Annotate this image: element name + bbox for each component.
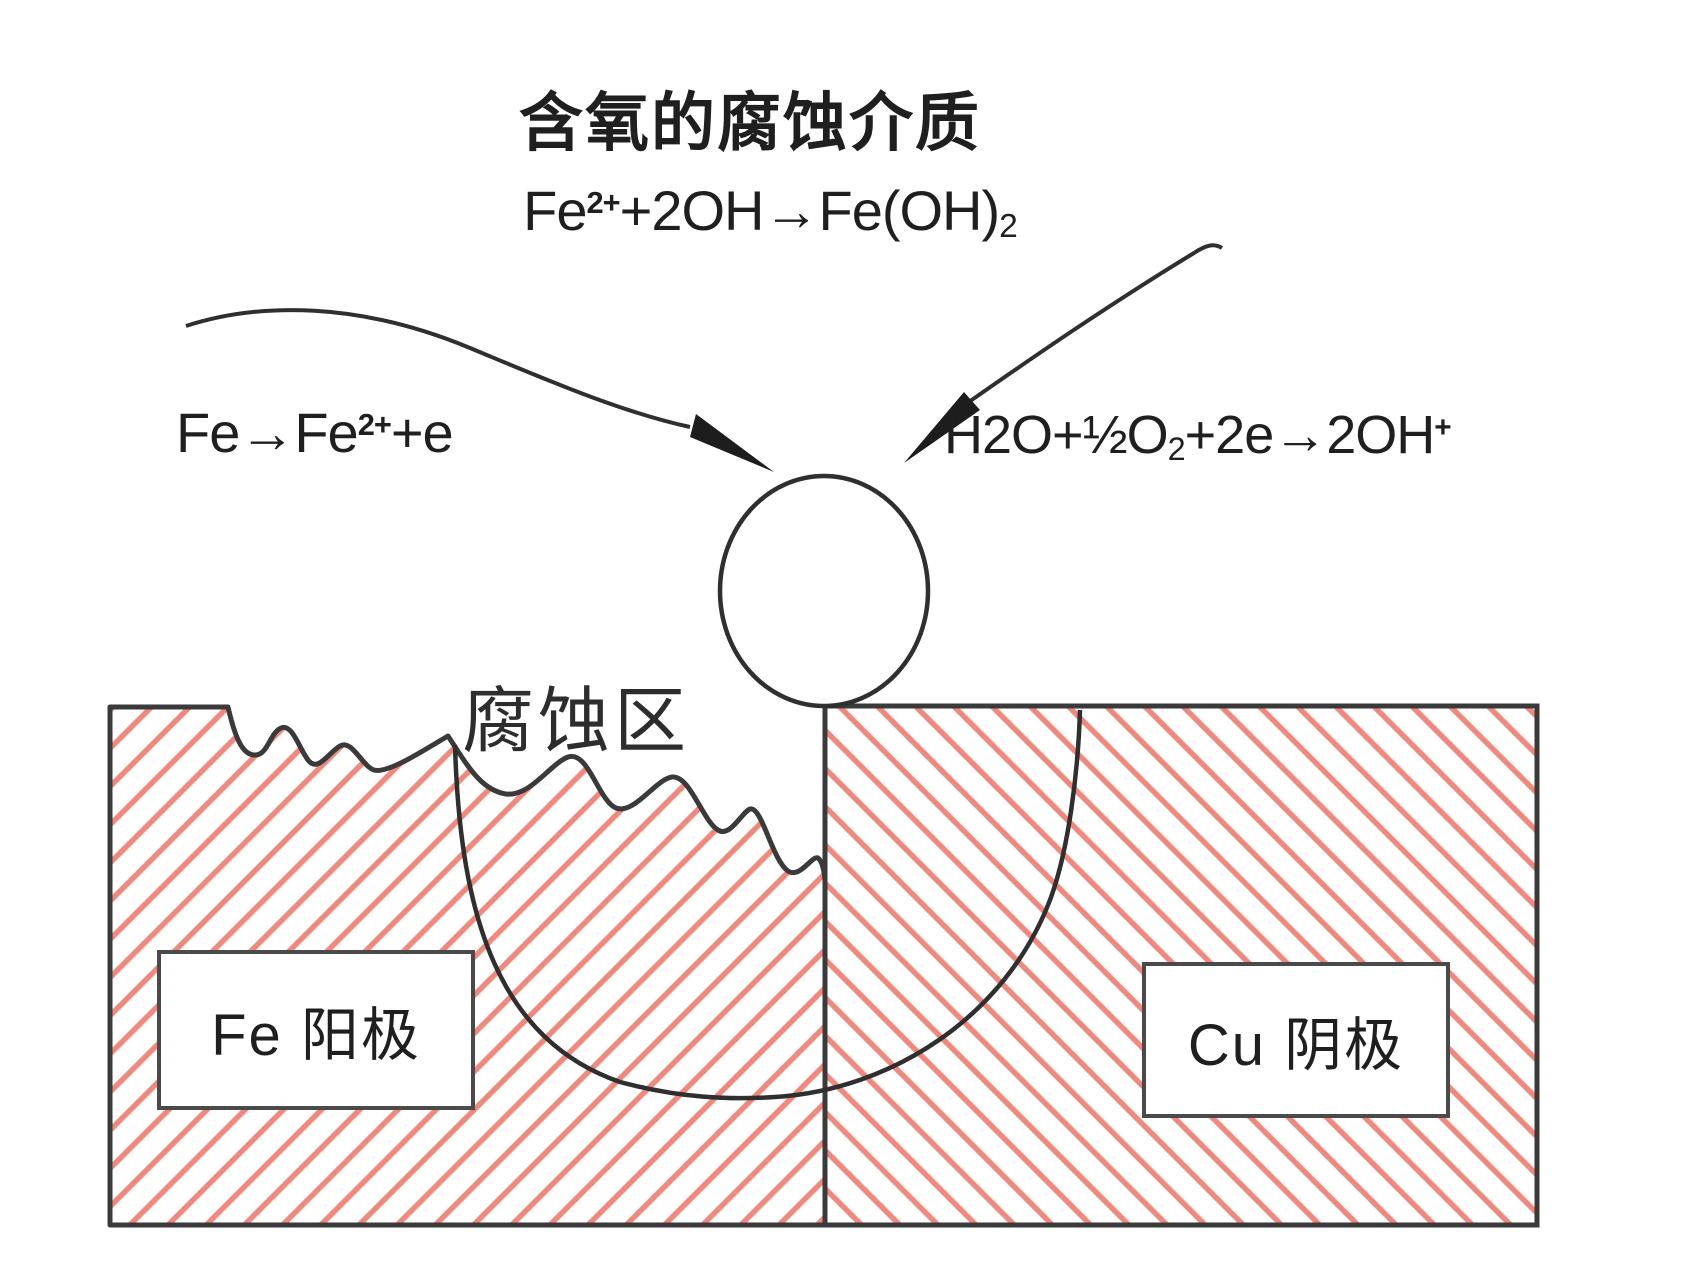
left-arrowhead-icon — [690, 414, 774, 472]
eq-right-part2: +2e→2OH — [1184, 405, 1436, 465]
left-flow-arrow — [185, 308, 774, 472]
corrosion-zone-label: 腐蚀区 — [462, 682, 691, 762]
eq-left-part2: +e — [390, 401, 454, 464]
eq-left-superscript: 2+ — [357, 407, 392, 443]
eq-top-subscript: 2 — [999, 208, 1018, 246]
equation-precipitation: Fe2++2OH→Fe(OH)2 — [420, 178, 1120, 246]
corrosion-pit-arc — [452, 709, 1083, 1101]
fe-anode-label-box: Fe 阳极 — [157, 950, 475, 1110]
eq-top-part1: Fe — [523, 179, 587, 242]
cu-cathode-label: Cu 阴极 — [1187, 1013, 1405, 1078]
cu-cathode-label-box: Cu 阴极 — [1142, 962, 1450, 1118]
equation-cathode-reaction: H2O+½O2+2e→2OH+ — [944, 404, 1452, 468]
eq-right-subscript: 2 — [1167, 431, 1186, 468]
right-flow-arrow — [904, 243, 1224, 463]
eq-right-part1: H2O+½O — [944, 405, 1169, 465]
eq-right-superscript: + — [1434, 410, 1451, 444]
eq-top-part2: +2OH→Fe(OH) — [619, 179, 1000, 242]
diagram-title: 含氧的腐蚀介质 — [519, 87, 981, 159]
eq-top-superscript: 2+ — [586, 185, 621, 221]
equation-anode-reaction: Fe→Fe2++e — [176, 400, 454, 465]
eq-left-part1: Fe→Fe — [176, 401, 359, 464]
right-arrowhead-icon — [904, 392, 980, 463]
fe-anode-label: Fe 阳极 — [211, 1003, 421, 1068]
electrolyte-droplet — [717, 473, 931, 709]
